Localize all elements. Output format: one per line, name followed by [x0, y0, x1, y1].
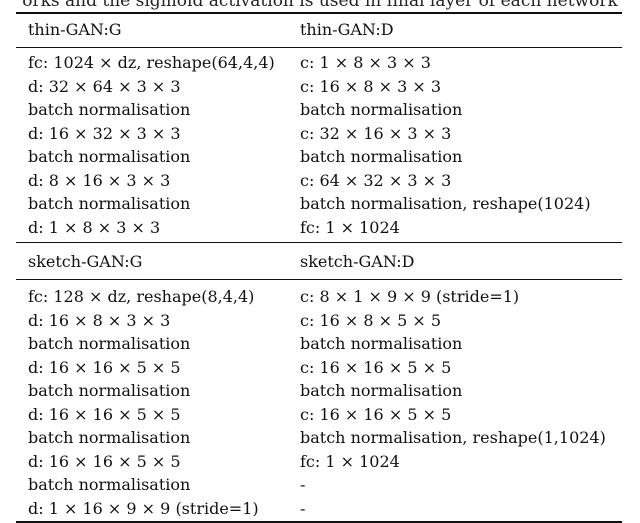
layer-row: batch normalisation — [300, 100, 463, 119]
layer-row: d: 16 × 8 × 3 × 3 — [28, 310, 171, 330]
header-sketch-gan-d: sketch-GAN:D — [300, 252, 415, 271]
layer-row: batch normalisation — [28, 428, 191, 447]
sketch-gan-g-layers: fc: 128 × dz, reshape(8,4,4) d: 16 × 8 ×… — [28, 285, 259, 520]
layer-row: c: 16 × 8 × 5 × 5 — [300, 310, 442, 330]
layer-row: batch normalisation — [28, 194, 191, 213]
layer-row: d: 16 × 16 × 5 × 5 — [28, 451, 181, 471]
thin-gan-d-layers: c: 1 × 8 × 3 × 3 c: 16 × 8 × 3 × 3 batch… — [300, 51, 591, 239]
layer-row: c: 16 × 16 × 5 × 5 — [300, 357, 452, 377]
layer-row: batch normalisation — [300, 147, 463, 166]
layer-row: d: 1 × 8 × 3 × 3 — [28, 217, 161, 237]
layer-row: c: 16 × 8 × 3 × 3 — [300, 76, 442, 96]
layer-row: d: 1 × 16 × 9 × 9 (stride=1) — [28, 498, 259, 518]
layer-row: batch normalisation, reshape(1024) — [300, 194, 591, 213]
layer-row: batch normalisation — [28, 381, 191, 400]
table-caption: orks and the sigmoid activation is used … — [22, 0, 618, 11]
layer-row: d: 16 × 16 × 5 × 5 — [28, 404, 181, 424]
layer-row: d: 8 × 16 × 3 × 3 — [28, 170, 171, 190]
header-thin-gan-d: thin-GAN:D — [300, 20, 394, 39]
layer-row: fc: 1024 × dz, reshape(64,4,4) — [28, 53, 275, 72]
layer-row: c: 8 × 1 × 9 × 9 (stride=1) — [300, 287, 520, 306]
layer-row: c: 1 × 8 × 3 × 3 — [300, 53, 431, 72]
top-rule — [16, 12, 622, 14]
layer-row: d: 16 × 16 × 5 × 5 — [28, 357, 181, 377]
header-thin-gan-g: thin-GAN:G — [28, 20, 122, 39]
layer-row: batch normalisation — [28, 334, 191, 353]
bottom-rule — [16, 521, 622, 523]
layer-row: - — [300, 475, 306, 494]
section-rule — [16, 242, 622, 243]
layer-row: batch normalisation — [28, 147, 191, 166]
header-sketch-gan-g: sketch-GAN:G — [28, 252, 143, 271]
layer-row: batch normalisation — [28, 100, 191, 119]
header-rule-2 — [16, 279, 622, 280]
layer-row: - — [300, 498, 306, 518]
thin-gan-g-layers: fc: 1024 × dz, reshape(64,4,4) d: 32 × 6… — [28, 51, 275, 239]
header-rule-1 — [16, 47, 622, 48]
layer-row: batch normalisation — [300, 334, 463, 353]
layer-row: c: 32 × 16 × 3 × 3 — [300, 123, 452, 143]
layer-row: fc: 128 × dz, reshape(8,4,4) — [28, 287, 255, 306]
layer-row: c: 16 × 16 × 5 × 5 — [300, 404, 452, 424]
sketch-gan-d-layers: c: 8 × 1 × 9 × 9 (stride=1) c: 16 × 8 × … — [300, 285, 606, 520]
layer-row: batch normalisation — [28, 475, 191, 494]
layer-row: fc: 1 × 1024 — [300, 451, 400, 471]
layer-row: batch normalisation — [300, 381, 463, 400]
layer-row: d: 32 × 64 × 3 × 3 — [28, 76, 181, 96]
layer-row: c: 64 × 32 × 3 × 3 — [300, 170, 452, 190]
layer-row: fc: 1 × 1024 — [300, 217, 400, 237]
layer-row: d: 16 × 32 × 3 × 3 — [28, 123, 181, 143]
layer-row: batch normalisation, reshape(1,1024) — [300, 428, 606, 447]
